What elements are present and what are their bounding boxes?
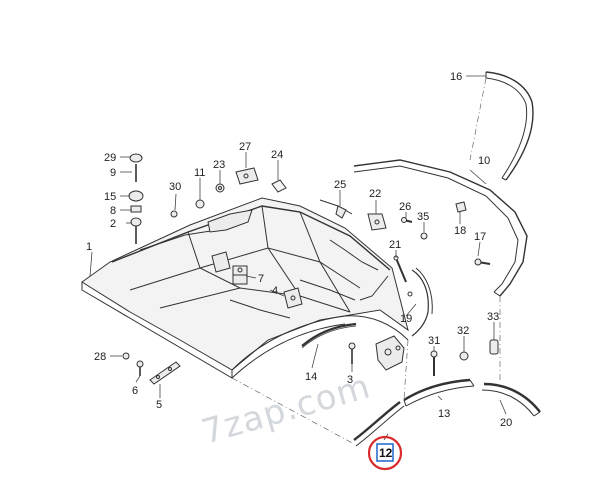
latch-27[interactable]	[236, 168, 258, 184]
roof-frame[interactable]	[112, 200, 390, 318]
screw-26[interactable]	[402, 218, 413, 223]
callout-10[interactable]: 10	[478, 155, 490, 167]
screw-17[interactable]	[475, 259, 490, 265]
bracket-22[interactable]	[368, 214, 386, 230]
callout-29[interactable]: 29	[104, 152, 116, 164]
nut-18[interactable]	[456, 202, 466, 212]
leader-lines	[89, 75, 507, 441]
callout-19[interactable]: 19	[400, 313, 412, 325]
seal-strip-13[interactable]	[404, 380, 474, 406]
callout-labels: 1 2 3 4 5 6 7 8 9 10 11 12 13 14 15 16 1…	[86, 71, 512, 460]
seal-strip-14[interactable]	[302, 324, 356, 348]
nut-35[interactable]	[421, 233, 427, 239]
nut-30[interactable]	[171, 211, 177, 217]
callout-20[interactable]: 20	[500, 417, 512, 429]
screw-6[interactable]	[137, 361, 143, 376]
seal-strip-16[interactable]	[486, 72, 533, 180]
callout-12[interactable]: 12	[379, 446, 393, 460]
callout-9[interactable]: 9	[110, 167, 116, 179]
seal-strip-12[interactable]	[354, 402, 404, 446]
callout-8[interactable]: 8	[110, 205, 116, 217]
callout-6[interactable]: 6	[132, 385, 138, 397]
callout-2[interactable]: 2	[110, 218, 116, 230]
bracket-7[interactable]	[233, 266, 247, 284]
rod-21[interactable]	[394, 256, 406, 282]
callout-4[interactable]: 4	[272, 285, 278, 297]
callout-1[interactable]: 1	[86, 241, 92, 253]
callout-26[interactable]: 26	[399, 201, 411, 213]
callout-7[interactable]: 7	[258, 273, 264, 285]
clip-25[interactable]	[336, 206, 346, 218]
callout-15[interactable]: 15	[104, 191, 116, 203]
callout-27[interactable]: 27	[239, 141, 251, 153]
callout-31[interactable]: 31	[428, 335, 440, 347]
pin-33[interactable]	[490, 340, 498, 354]
screw-stack[interactable]	[129, 154, 143, 244]
bolt-31[interactable]	[431, 351, 437, 376]
callout-11[interactable]: 11	[194, 167, 205, 179]
nut-23[interactable]	[216, 184, 224, 192]
rear-hinge[interactable]	[376, 336, 404, 370]
callout-33[interactable]: 33	[487, 311, 499, 323]
callout-5[interactable]: 5	[156, 399, 162, 411]
callout-23[interactable]: 23	[213, 159, 225, 171]
callout-16[interactable]: 16	[450, 71, 462, 83]
selected-highlight[interactable]	[367, 435, 403, 471]
callout-30[interactable]: 30	[169, 181, 181, 193]
callout-24[interactable]: 24	[271, 149, 283, 161]
callout-35[interactable]: 35	[417, 211, 429, 223]
nut-11[interactable]	[196, 200, 204, 208]
callout-21[interactable]: 21	[389, 239, 401, 251]
nut-28[interactable]	[123, 353, 129, 359]
nut-32[interactable]	[460, 352, 468, 360]
callout-17[interactable]: 17	[474, 231, 486, 243]
bracket-4[interactable]	[284, 288, 302, 308]
screw-3[interactable]	[349, 343, 355, 364]
callout-25[interactable]: 25	[334, 179, 346, 191]
callout-28[interactable]: 28	[94, 351, 106, 363]
callout-14[interactable]: 14	[305, 371, 317, 383]
callout-18[interactable]: 18	[454, 225, 466, 237]
reference-lines	[231, 77, 501, 445]
callout-3[interactable]: 3	[347, 374, 353, 386]
clip-24[interactable]	[272, 180, 286, 192]
callout-32[interactable]: 32	[457, 325, 469, 337]
callout-13[interactable]: 13	[438, 408, 450, 420]
hinge-left[interactable]	[212, 252, 230, 272]
callout-22[interactable]: 22	[369, 188, 381, 200]
seal-strip-20[interactable]	[482, 384, 540, 416]
cable-19[interactable]	[408, 268, 432, 336]
trim-5[interactable]	[150, 362, 180, 384]
side-rail-10[interactable]	[354, 160, 527, 296]
